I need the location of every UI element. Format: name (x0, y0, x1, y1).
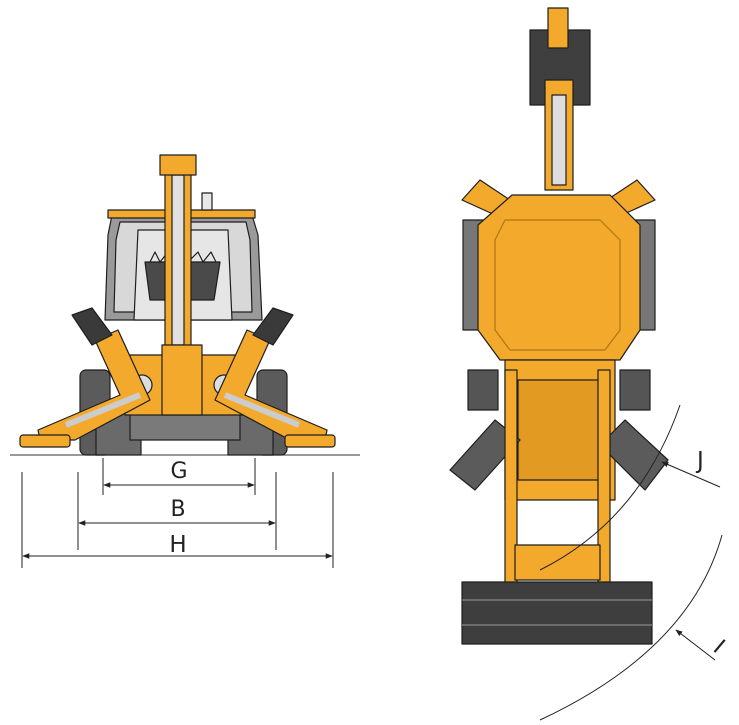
turning-arc-inner (539, 404, 681, 571)
boom-cylinder (171, 174, 185, 346)
front-dimensions (21, 458, 334, 568)
right-stabilizer-top (252, 307, 294, 346)
dimension-label-j: J (695, 448, 704, 474)
swing-center (161, 344, 203, 416)
top-hood-inner (494, 219, 621, 351)
left-stabilizer-pad (19, 434, 71, 448)
boom-top (159, 154, 197, 176)
turning-arc-outer (539, 534, 723, 721)
top-seat-area (517, 379, 601, 481)
top-left-wheel-unit (467, 369, 499, 411)
right-stabilizer-cyl (223, 392, 301, 428)
top-loader-bucket (461, 581, 653, 645)
top-view-machine (449, 7, 669, 645)
left-stabilizer-cyl (64, 392, 142, 428)
dimension-label-b: B (170, 497, 185, 522)
right-stabilizer-pad (284, 434, 336, 448)
top-bucket (547, 7, 569, 49)
dimension-label-g: G (170, 459, 187, 484)
top-front-crossbar (514, 544, 601, 581)
dimension-label-h: H (169, 532, 186, 558)
top-right-wheel-unit (619, 369, 651, 411)
top-boom-cylinder (551, 94, 567, 186)
top-left-tire (449, 419, 521, 491)
beacon (201, 192, 213, 211)
top-dimensions (539, 404, 723, 721)
front-view-machine (10, 154, 360, 456)
dimension-j-line (661, 461, 721, 488)
dimension-label-i: I (708, 635, 729, 658)
top-hood (477, 194, 641, 361)
left-stabilizer-top (71, 307, 113, 346)
dimension-i-line (675, 629, 716, 661)
